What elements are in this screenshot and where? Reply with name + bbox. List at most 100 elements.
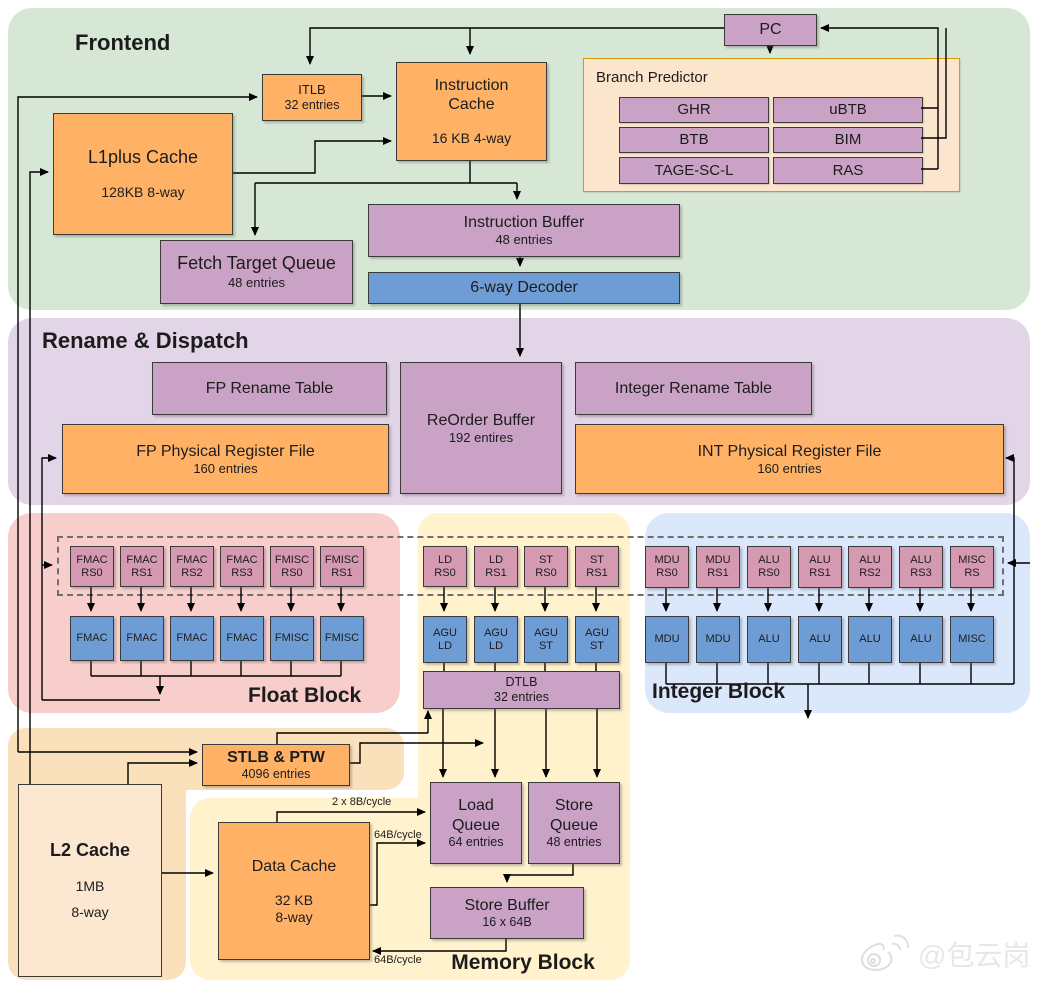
rs-ld-rs1: LD RS1: [474, 546, 518, 587]
store-buffer-label: Store Buffer: [464, 896, 550, 914]
rob-label: ReOrder Buffer: [426, 411, 536, 429]
watermark: @包云岗: [858, 932, 1030, 976]
rs-ld-rs0: LD RS0: [423, 546, 467, 587]
rs-fmac-rs1: FMAC RS1: [120, 546, 164, 587]
data-cache-label: Data Cache: [251, 857, 337, 875]
rs-fmisc-rs0: FMISC RS0: [270, 546, 314, 587]
integer-rename-table-box: Integer Rename Table: [575, 362, 812, 415]
l2-cache-box: L2 Cache 1MB 8-way: [18, 784, 162, 977]
fu-fmac: FMAC: [170, 616, 214, 661]
integer-block-title: Integer Block: [652, 680, 786, 703]
data-cache-assoc: 8-way: [275, 908, 313, 925]
stlb-ptw-box: STLB & PTW 4096 entries: [202, 744, 350, 786]
int-physical-register-file-box: INT Physical Register File 160 entries: [575, 424, 1004, 494]
bp-unit-label: BTB: [679, 131, 709, 148]
fu-fmac: FMAC: [70, 616, 114, 661]
memory-block-title: Memory Block: [451, 951, 595, 974]
dtlb-detail: 32 entries: [494, 690, 549, 704]
dispatch-bus: [57, 536, 1004, 596]
float-block-title: Float Block: [248, 684, 362, 707]
bp-unit-ras: RAS: [773, 157, 923, 184]
instruction-buffer-box: Instruction Buffer 48 entries: [368, 204, 680, 257]
rs-misc-rs: MISC RS: [950, 546, 994, 588]
instruction-buffer-detail: 48 entries: [495, 232, 553, 248]
fu-agu-ld: AGU LD: [423, 616, 467, 663]
itlb-label: ITLB: [298, 82, 326, 98]
itlb-detail: 32 entries: [284, 97, 340, 112]
bp-unit-label: TAGE-SC-L: [654, 161, 734, 179]
instruction-buffer-label: Instruction Buffer: [463, 214, 585, 232]
rs-fmac-rs2: FMAC RS2: [170, 546, 214, 587]
reorder-buffer-box: ReOrder Buffer 192 entires: [400, 362, 562, 494]
watermark-handle: @包云岗: [918, 940, 1031, 971]
l2-cache-title: L2 Cache: [49, 839, 131, 860]
rs-alu-rs0: ALU RS0: [747, 546, 791, 588]
bp-unit-ghr: GHR: [619, 97, 769, 123]
rs-mdu-rs1: MDU RS1: [696, 546, 740, 588]
stlb-ptw-label: STLB & PTW: [227, 748, 325, 766]
fu-alu: ALU: [798, 616, 842, 663]
fu-fmac: FMAC: [120, 616, 164, 661]
rs-alu-rs3: ALU RS3: [899, 546, 943, 588]
rs-fmac-rs3: FMAC RS3: [220, 546, 264, 587]
fetch-target-queue-box: Fetch Target Queue 48 entries: [160, 240, 353, 304]
int-prf-detail: 160 entries: [757, 460, 822, 476]
l2-cache-size: 1MB: [75, 877, 105, 894]
bp-unit-tage-sc-l: TAGE-SC-L: [619, 157, 769, 184]
dtlb-label: DTLB: [505, 675, 538, 689]
rs-alu-rs1: ALU RS1: [798, 546, 842, 588]
fu-fmisc: FMISC: [320, 616, 364, 661]
fu-misc: MISC: [950, 616, 994, 663]
decoder-label: 6-way Decoder: [470, 279, 578, 297]
data-cache-size: 32 KB: [274, 891, 314, 908]
fu-agu-st: AGU ST: [575, 616, 619, 663]
bp-unit-label: GHR: [677, 101, 711, 118]
bandwidth-label-sbuf-dcache: 64B/cycle: [374, 954, 422, 966]
stlb-ptw-detail: 4096 entries: [241, 767, 311, 782]
rs-st-rs1: ST RS1: [575, 546, 619, 587]
fu-mdu: MDU: [696, 616, 740, 663]
rs-fmac-rs0: FMAC RS0: [70, 546, 114, 587]
rs-fmisc-rs1: FMISC RS1: [320, 546, 364, 587]
decoder-box: 6-way Decoder: [368, 272, 680, 304]
rob-detail: 192 entires: [448, 429, 514, 445]
load-queue-label: Load Queue: [451, 797, 501, 834]
fu-alu: ALU: [899, 616, 943, 663]
fu-agu-ld: AGU LD: [474, 616, 518, 663]
fp-rename-table-label: FP Rename Table: [205, 379, 334, 397]
ftq-label: Fetch Target Queue: [177, 253, 336, 274]
store-queue-box: Store Queue 48 entries: [528, 782, 620, 864]
fu-alu: ALU: [747, 616, 791, 663]
store-buffer-box: Store Buffer 16 x 64B: [430, 887, 584, 939]
rs-alu-rs2: ALU RS2: [848, 546, 892, 588]
rename-dispatch-title: Rename & Dispatch: [42, 328, 249, 353]
instruction-cache-box: Instruction Cache 16 KB 4-way: [396, 62, 547, 161]
integer-rename-table-label: Integer Rename Table: [614, 379, 773, 397]
l1plus-cache-detail: 128KB 8-way: [101, 184, 185, 201]
l2-cache-assoc: 8-way: [71, 904, 109, 921]
bp-unit-ubtb: uBTB: [773, 97, 923, 123]
ftq-detail: 48 entries: [227, 275, 286, 290]
pc-box: PC: [724, 14, 817, 46]
bp-unit-bim: BIM: [773, 127, 923, 153]
data-cache-box: Data Cache 32 KB 8-way: [218, 822, 370, 960]
int-prf-label: INT Physical Register File: [697, 442, 882, 460]
instruction-cache-label: Instruction Cache: [434, 76, 509, 114]
branch-predictor-panel: Branch Predictor GHR uBTB BTB BIM TAGE-S…: [583, 58, 960, 192]
fu-fmisc: FMISC: [270, 616, 314, 661]
dtlb-box: DTLB 32 entries: [423, 671, 620, 709]
itlb-box: ITLB 32 entries: [262, 74, 362, 121]
rs-mdu-rs0: MDU RS0: [645, 546, 689, 588]
fp-rename-table-box: FP Rename Table: [152, 362, 387, 415]
fu-fmac: FMAC: [220, 616, 264, 661]
fu-mdu: MDU: [645, 616, 689, 663]
weibo-icon: [860, 934, 910, 971]
fu-alu: ALU: [848, 616, 892, 663]
bp-unit-label: RAS: [832, 161, 864, 179]
bp-unit-label: BIM: [834, 131, 862, 148]
l1plus-cache-label: L1plus Cache: [87, 146, 199, 167]
load-queue-box: Load Queue 64 entries: [430, 782, 522, 864]
pc-label: PC: [759, 21, 782, 39]
